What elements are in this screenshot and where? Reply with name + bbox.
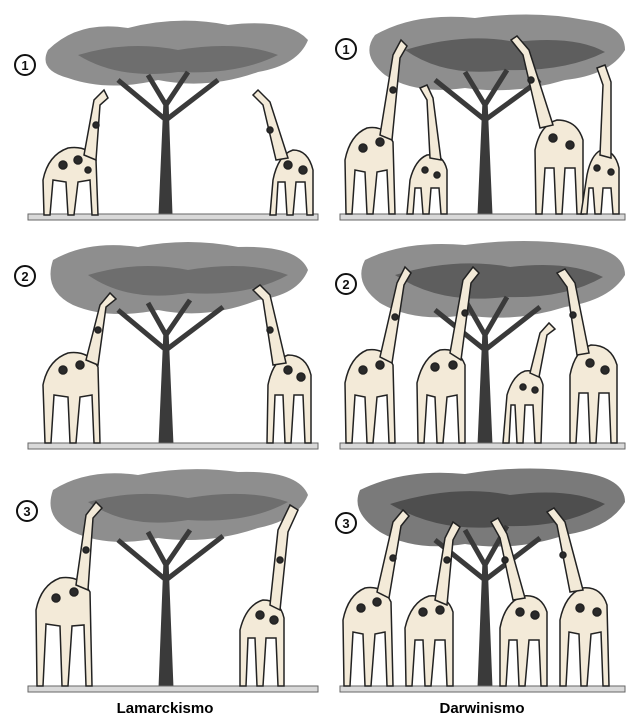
giraffe <box>240 505 298 686</box>
step-number: 3 <box>16 500 38 522</box>
lamarck-panel-1: 1 <box>8 10 320 225</box>
darwin-illustration-1 <box>335 10 630 225</box>
giraffe <box>253 285 311 443</box>
giraffe <box>253 90 313 215</box>
giraffe <box>503 323 555 443</box>
ground <box>28 443 318 449</box>
tree-trunk <box>435 70 540 215</box>
lamarck-illustration-3 <box>8 460 320 695</box>
step-number: 3 <box>335 512 357 534</box>
lamarck-panel-2: 2 <box>8 235 320 450</box>
giraffe <box>43 90 108 215</box>
giraffe <box>43 293 116 443</box>
ground <box>340 214 625 220</box>
tree-trunk <box>118 72 218 215</box>
step-number: 2 <box>14 265 36 287</box>
darwin-illustration-3 <box>335 460 630 695</box>
ground <box>28 686 318 692</box>
giraffe <box>407 85 447 214</box>
giraffe <box>581 65 619 214</box>
step-number: 1 <box>14 54 36 76</box>
ground <box>340 443 625 449</box>
giraffe <box>343 510 409 686</box>
ground <box>340 686 625 692</box>
tree-trunk <box>118 300 223 445</box>
lamarck-illustration-1 <box>8 10 320 225</box>
caption-lamarckismo: Lamarckismo <box>55 700 275 717</box>
darwin-panel-2: 2 <box>335 235 630 450</box>
giraffe <box>405 522 460 686</box>
step-number: 1 <box>335 38 357 60</box>
darwin-illustration-2 <box>335 235 630 450</box>
darwin-panel-1: 1 <box>335 10 630 225</box>
lamarck-panel-3: 3 <box>8 460 320 695</box>
lamarck-illustration-2 <box>8 235 320 450</box>
step-number: 2 <box>335 273 357 295</box>
tree-trunk <box>118 530 223 688</box>
darwin-panel-3: 3 <box>335 460 630 695</box>
caption-darwinismo: Darwinismo <box>372 700 592 717</box>
